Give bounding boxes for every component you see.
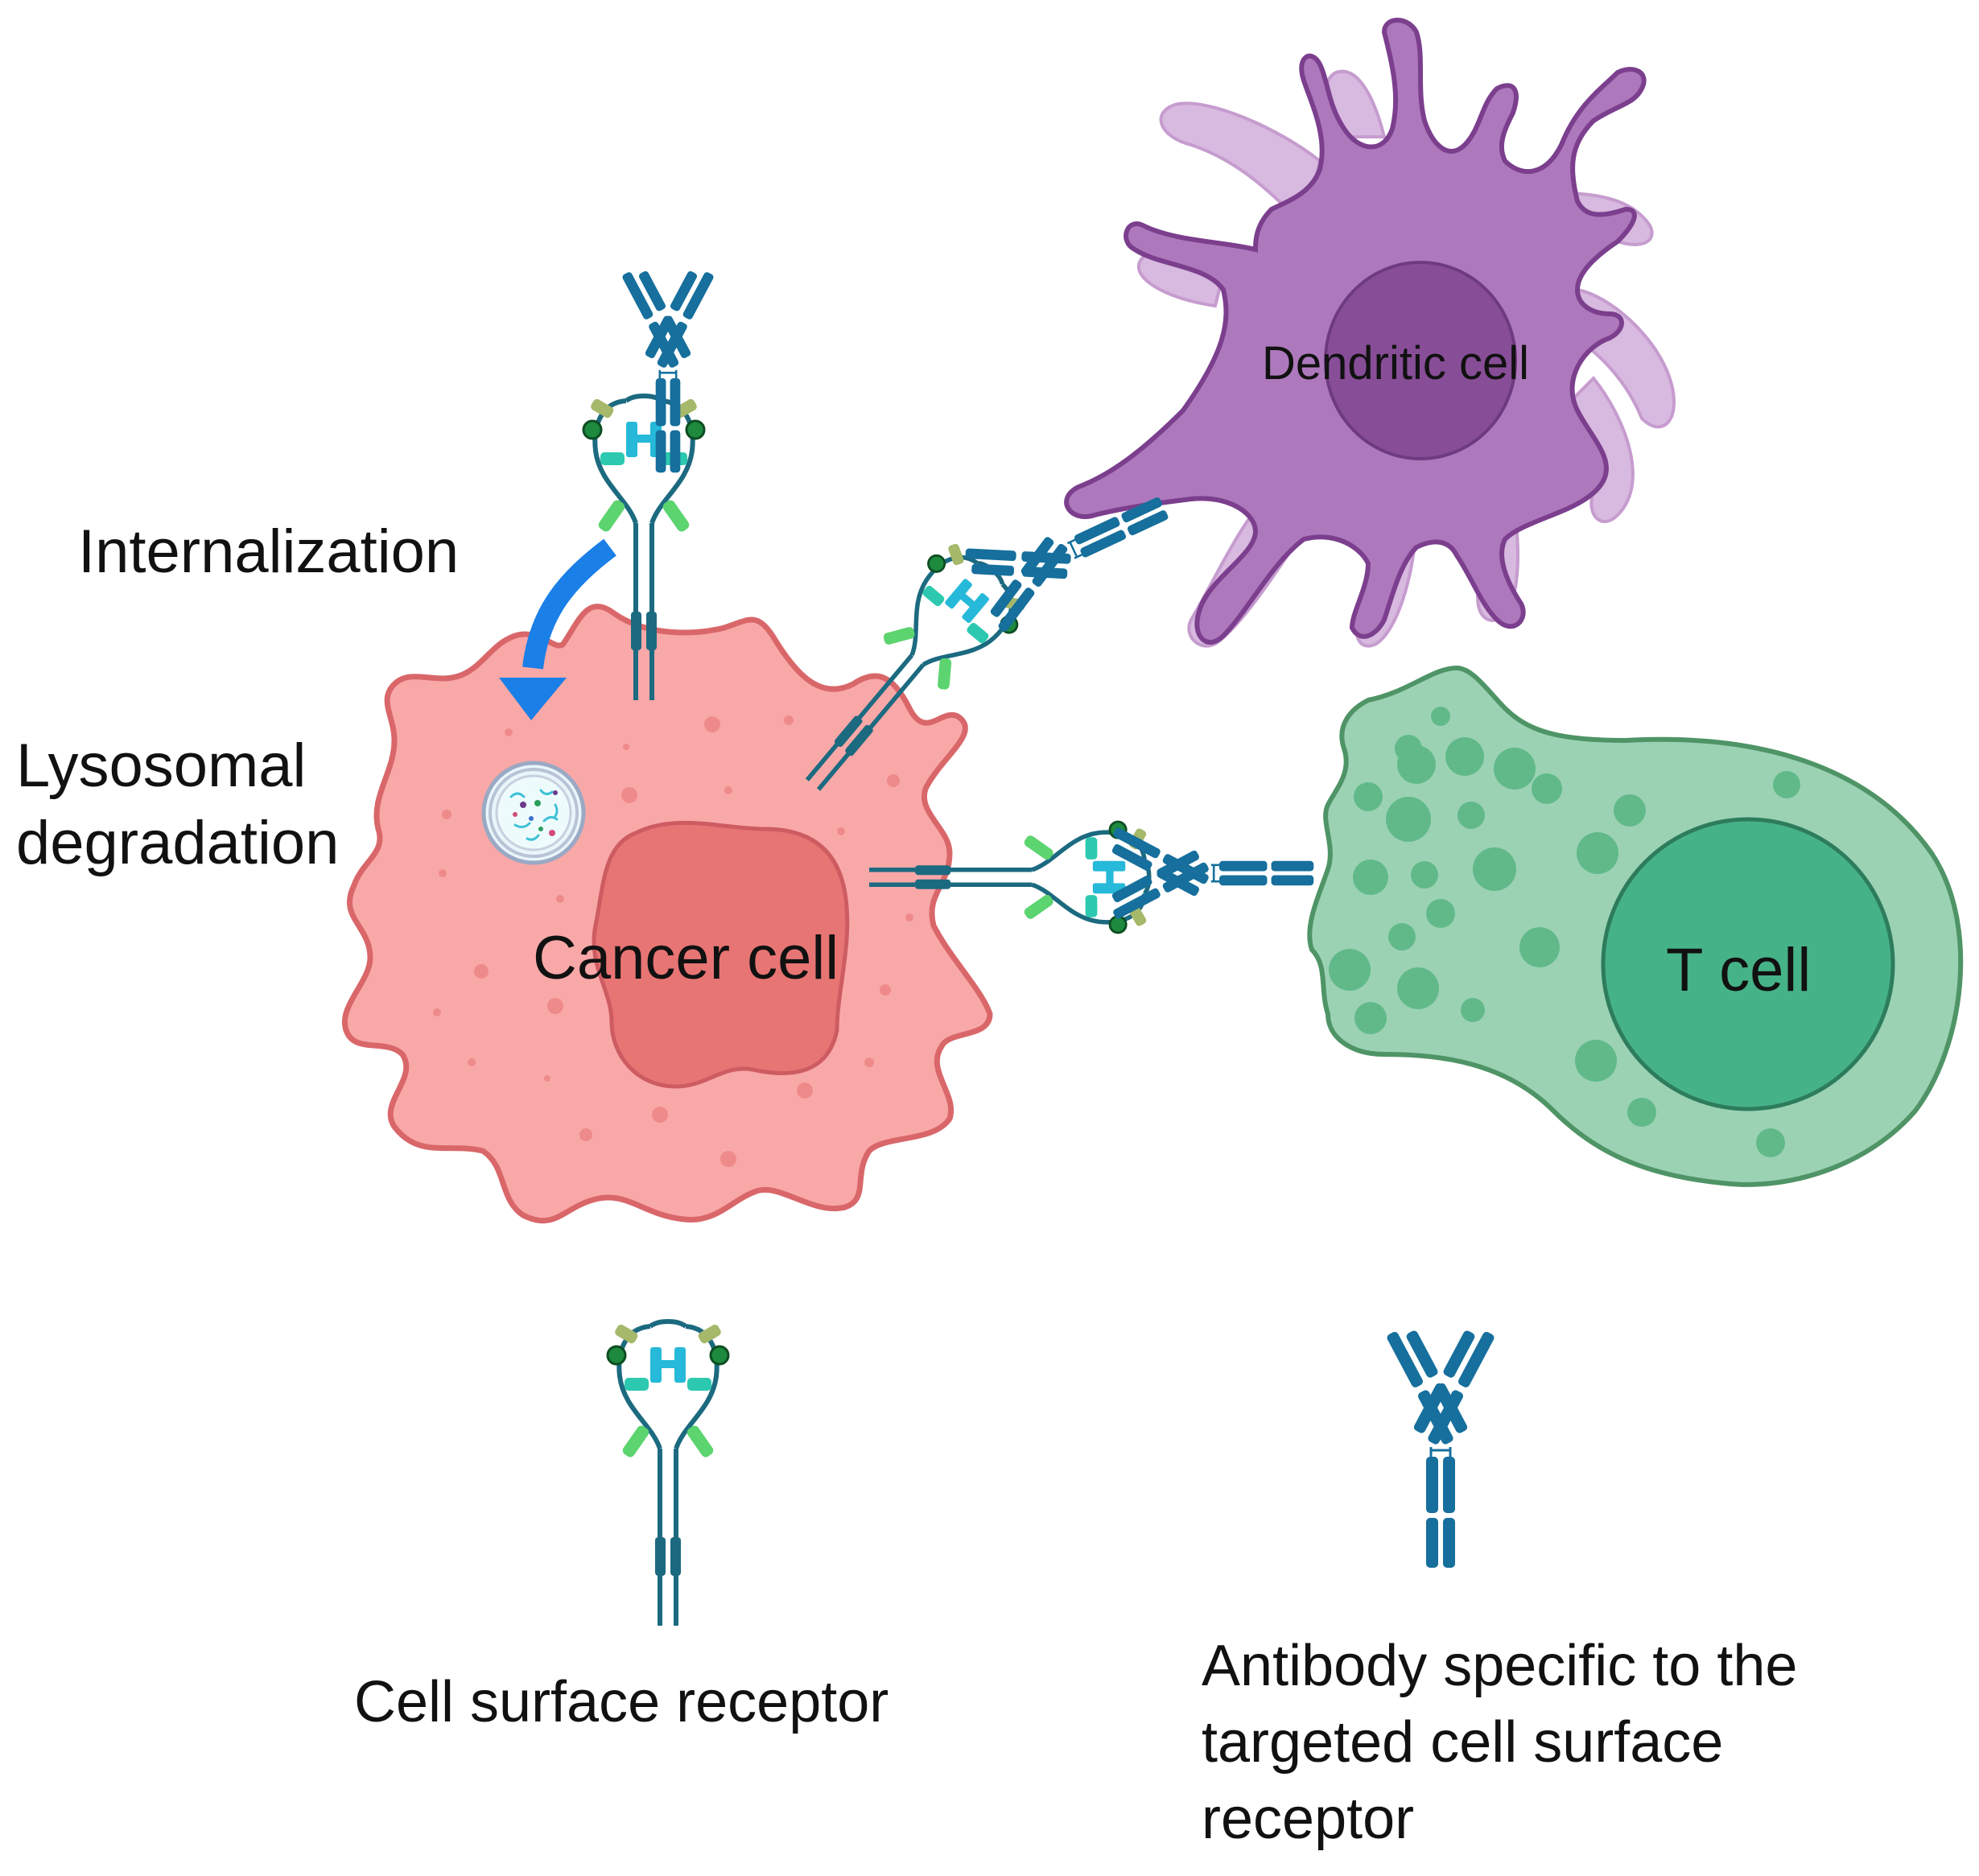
legend-receptor-label: Cell surface receptor <box>354 1670 889 1734</box>
lysosomal-label-line1: Lysosomal <box>16 732 307 800</box>
lysosomal-label-line2: degradation <box>16 809 340 877</box>
dendritic-cell <box>1064 18 1676 648</box>
dendritic-nucleus <box>1324 261 1517 460</box>
cancer-cell-label: Cancer cell <box>533 924 839 992</box>
dendritic-cell-label: Dendritic cell <box>1262 337 1529 390</box>
t-cell-label: T cell <box>1666 936 1812 1004</box>
t-cell <box>1307 665 1964 1187</box>
antibody-tcell <box>1103 825 1315 922</box>
internalization-label: Internalization <box>78 517 460 586</box>
cancer-nucleus <box>592 820 850 1089</box>
legend-antibody-label-line3: receptor <box>1202 1787 1415 1851</box>
legend-receptor-icon <box>608 1321 728 1626</box>
lysosome-vesicle <box>481 761 586 865</box>
cancer-cell <box>341 604 993 1224</box>
legend-antibody-label-line2: targeted cell surface <box>1202 1710 1724 1775</box>
legend-antibody-label-line1: Antibody specific to the <box>1202 1634 1798 1698</box>
legend-antibody-icon <box>1384 1321 1497 1569</box>
internalization-arrow <box>499 538 616 720</box>
t-cell-nucleus <box>1601 817 1895 1111</box>
